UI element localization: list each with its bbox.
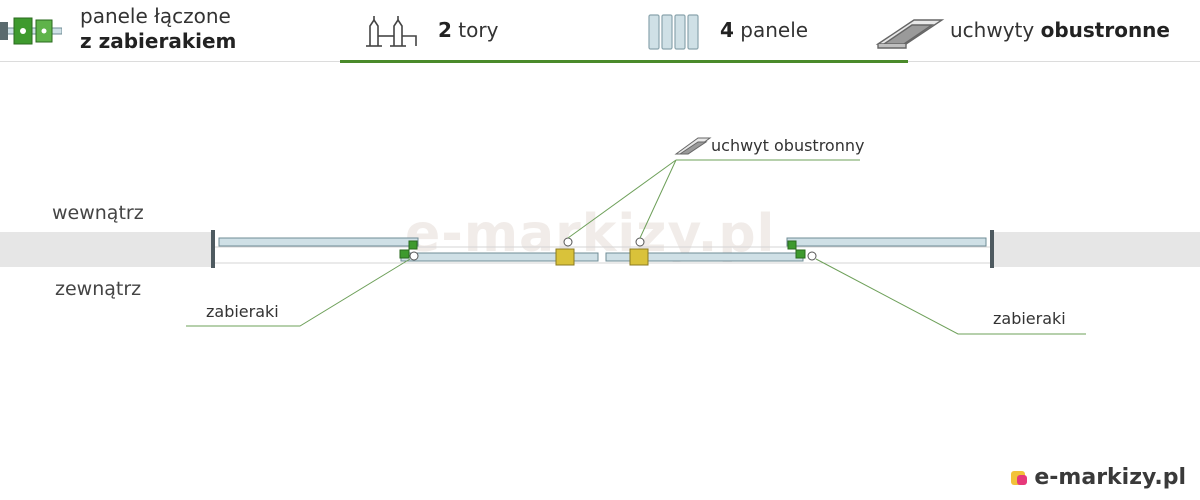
header-item-panels-joined: panele łączone z zabierakiem <box>0 0 300 60</box>
handles-value: obustronne <box>1040 18 1170 42</box>
track-rail-icon <box>366 16 417 47</box>
tracks-label: tory <box>458 18 499 42</box>
handle-callout-icon <box>674 137 712 155</box>
panel-inner-left <box>218 237 419 247</box>
frame-right <box>990 230 994 268</box>
handle-icon <box>875 19 945 49</box>
handle-right <box>629 248 649 266</box>
carrier-right-top <box>787 240 797 250</box>
marker-carrier-right <box>807 251 817 261</box>
inside-label: wewnątrz <box>52 202 144 224</box>
header-item1-line2: z zabierakiem <box>80 29 237 53</box>
brand-logo-icon <box>1010 469 1028 487</box>
header-item-panels: 4 panele <box>640 0 840 60</box>
outside-label: zewnątrz <box>55 278 142 300</box>
panels-icon <box>648 14 699 50</box>
handle-callout-label: uchwyt obustronny <box>711 136 865 155</box>
panel-carrier-icon <box>0 17 62 45</box>
carrier-callout-left-label: zabieraki <box>206 302 279 321</box>
panel-inner-right <box>786 237 987 247</box>
callout-line-handle-left <box>567 159 677 239</box>
header-item-tracks: 2 tory <box>360 0 560 60</box>
panels-label: panele <box>740 18 809 42</box>
header-item-handles: uchwyty obustronne <box>870 0 1200 60</box>
marker-carrier-left <box>409 251 419 261</box>
callout-line-carrier-right <box>815 258 1086 335</box>
carrier-left-bottom <box>399 249 410 259</box>
carrier-callout-right-label: zabieraki <box>993 309 1066 328</box>
diagram-canvas <box>0 137 1200 335</box>
handles-label: uchwyty <box>950 18 1035 42</box>
marker-handle-right <box>635 237 645 247</box>
header-item1-line1: panele łączone <box>80 4 231 28</box>
carrier-left-top <box>408 240 418 250</box>
header: panele łączone z zabierakiem 2 tory <box>0 0 1200 64</box>
handle-left <box>555 248 575 266</box>
carrier-right-bottom <box>795 249 806 259</box>
callout-line-handle-right <box>639 159 677 239</box>
marker-handle-left <box>563 237 573 247</box>
header-active-underline <box>340 60 908 63</box>
frame-left <box>211 230 215 268</box>
brand: e-markizy.pl <box>1010 465 1186 490</box>
panels-count: 4 <box>720 18 734 42</box>
wall-right <box>994 232 1200 267</box>
tracks-count: 2 <box>438 18 452 42</box>
wall-left <box>0 232 212 267</box>
sliding-door-diagram: e-markizy.pl <box>0 64 1200 500</box>
callout-line-carrier-left <box>186 258 411 327</box>
brand-name: e-markizy.pl <box>1034 465 1186 490</box>
